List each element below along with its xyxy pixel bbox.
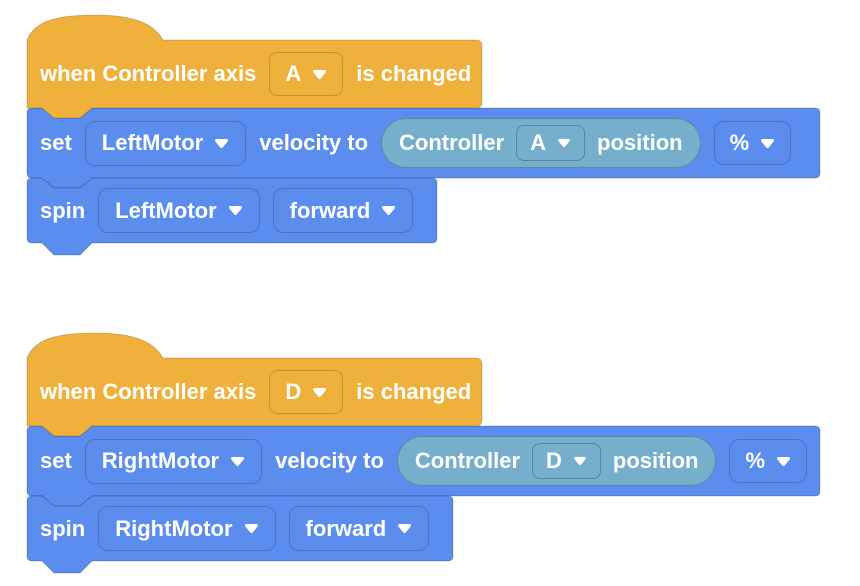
- reporter-device-label: Controller: [399, 130, 505, 155]
- unit-dropdown-value: %: [729, 130, 750, 155]
- controller-position-reporter[interactable]: Controller D position: [396, 436, 717, 486]
- velocity-to-label: velocity to: [259, 130, 369, 155]
- reporter-axis-value: A: [530, 130, 547, 155]
- motor-dropdown[interactable]: LeftMotor: [84, 120, 247, 166]
- spin-label: spin: [40, 515, 86, 541]
- axis-dropdown[interactable]: A: [269, 52, 344, 96]
- chevron-down-icon: [228, 206, 242, 215]
- reporter-axis-dropdown[interactable]: A: [516, 125, 586, 161]
- reporter-property-label: position: [597, 130, 683, 155]
- unit-dropdown-value: %: [745, 448, 766, 473]
- direction-dropdown-value: forward: [289, 197, 371, 223]
- spin-block-content: spin RightMotor forward: [27, 496, 437, 561]
- motor-dropdown[interactable]: RightMotor: [98, 506, 276, 551]
- set-velocity-block-content: set RightMotor velocity to Controller D …: [27, 426, 820, 496]
- direction-dropdown[interactable]: forward: [272, 188, 414, 233]
- hat-label-suffix: is changed: [356, 61, 472, 86]
- reporter-device-label: Controller: [414, 448, 521, 473]
- reporter-axis-dropdown[interactable]: D: [532, 443, 601, 479]
- chevron-down-icon: [761, 138, 775, 148]
- motor-dropdown[interactable]: LeftMotor: [98, 188, 260, 233]
- when-axis-changed-hat-shape[interactable]: [26, 332, 483, 437]
- motor-dropdown-value: RightMotor: [115, 515, 233, 541]
- chevron-down-icon: [382, 206, 396, 215]
- motor-dropdown-value: RightMotor: [101, 448, 220, 473]
- chevron-down-icon: [313, 69, 327, 79]
- controller-position-reporter[interactable]: Controller A position: [381, 118, 701, 168]
- spin-block-shape[interactable]: [26, 495, 454, 574]
- axis-dropdown-value: A: [285, 61, 302, 86]
- hat-block-content: when Controller axis D is changed: [27, 358, 482, 426]
- hat-label-suffix: is changed: [356, 379, 472, 404]
- velocity-to-label: velocity to: [275, 448, 384, 473]
- direction-dropdown-value: forward: [305, 515, 387, 541]
- axis-dropdown-value: D: [285, 379, 302, 404]
- hat-label-prefix: when Controller axis: [40, 379, 257, 404]
- set-velocity-block-content: set LeftMotor velocity to Controller A p…: [27, 108, 820, 178]
- motor-dropdown-value: LeftMotor: [115, 197, 217, 223]
- chevron-down-icon: [574, 456, 586, 466]
- when-axis-changed-hat-shape[interactable]: [26, 14, 483, 119]
- reporter-axis-value: D: [546, 448, 562, 473]
- set-label: set: [40, 130, 72, 155]
- chevron-down-icon: [244, 524, 258, 533]
- spin-block-shape[interactable]: [26, 177, 438, 256]
- reporter-property-label: position: [612, 448, 699, 473]
- unit-dropdown[interactable]: %: [713, 121, 792, 165]
- unit-dropdown[interactable]: %: [729, 439, 808, 483]
- chevron-down-icon: [313, 387, 327, 397]
- spin-label: spin: [40, 197, 86, 223]
- hat-block-content: when Controller axis A is changed: [27, 40, 482, 108]
- motor-dropdown[interactable]: RightMotor: [84, 438, 263, 484]
- spin-block-content: spin LeftMotor forward: [27, 178, 437, 243]
- chevron-down-icon: [398, 524, 412, 533]
- set-label: set: [40, 448, 72, 473]
- chevron-down-icon: [215, 138, 229, 148]
- hat-label-prefix: when Controller axis: [40, 61, 257, 86]
- axis-dropdown[interactable]: D: [269, 370, 344, 414]
- direction-dropdown[interactable]: forward: [288, 506, 430, 551]
- chevron-down-icon: [558, 138, 570, 148]
- chevron-down-icon: [231, 456, 245, 466]
- motor-dropdown-value: LeftMotor: [101, 130, 204, 155]
- chevron-down-icon: [777, 456, 791, 466]
